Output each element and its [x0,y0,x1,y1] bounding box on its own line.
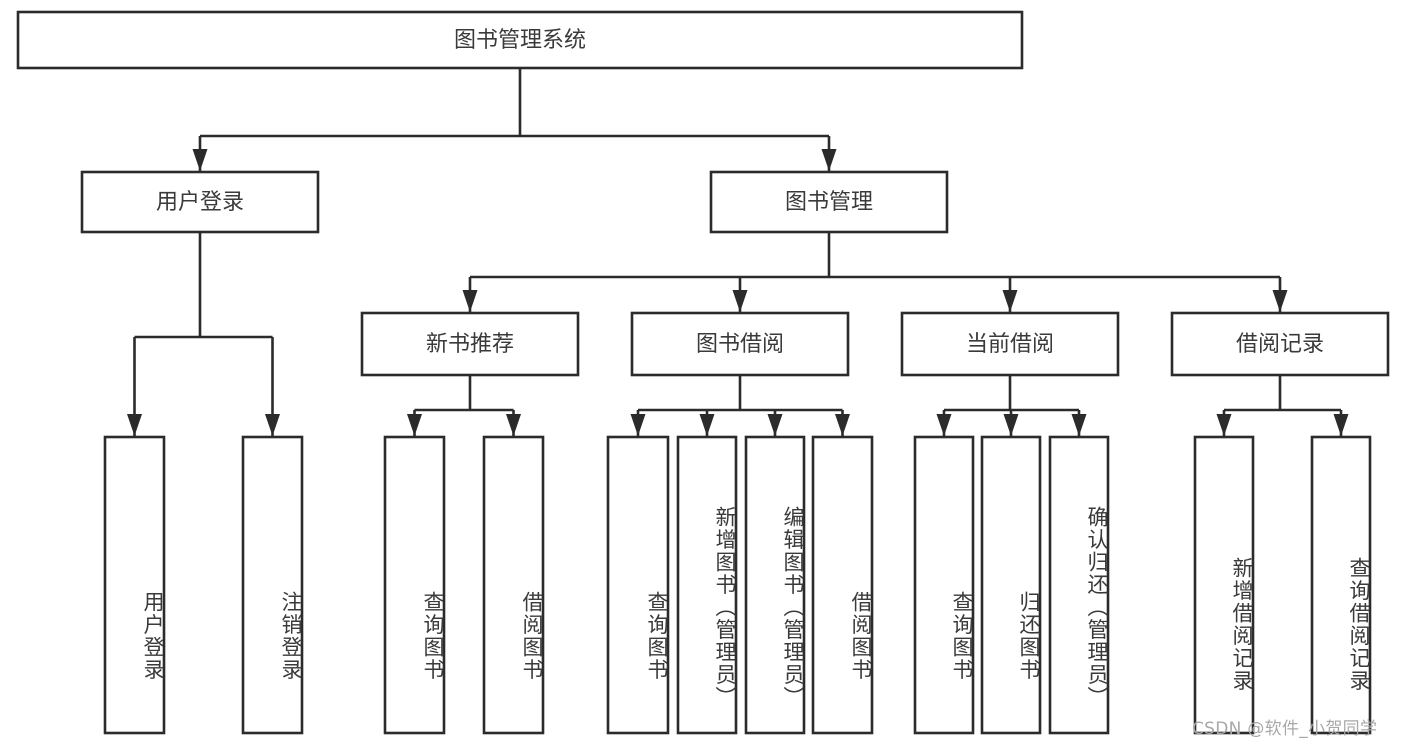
node-root[interactable] [16,10,1024,70]
node-leaf-8[interactable] [913,435,975,735]
node-leaf-10[interactable] [1048,435,1110,735]
node-label: 用户登录 [156,190,244,215]
node-leaf-3[interactable] [482,435,545,735]
node-leaf-7[interactable] [811,435,874,735]
node-leaf-0[interactable] [103,435,166,735]
node-level2-2[interactable] [900,311,1120,377]
node-leaf-11[interactable] [1193,435,1255,735]
node-level2-0[interactable] [360,311,580,377]
node-leaf-6[interactable] [744,435,806,735]
node-label: 图书借阅 [696,332,784,357]
node-label: 新书推荐 [426,332,514,357]
node-leaf-5[interactable] [676,435,738,735]
node-level1-1[interactable] [709,170,949,234]
node-label: 借阅记录 [1236,332,1324,357]
edges-layer [127,68,1349,436]
node-level2-1[interactable] [630,311,850,377]
node-label: 图书管理 [785,190,873,215]
node-leaf-2[interactable] [383,435,446,735]
node-leaf-1[interactable] [241,435,304,735]
node-leaf-4[interactable] [606,435,670,735]
boxes-layer [16,10,1390,735]
node-level1-0[interactable] [80,170,320,234]
node-label: 当前借阅 [966,332,1054,357]
node-leaf-12[interactable] [1310,435,1372,735]
node-leaf-9[interactable] [980,435,1042,735]
watermark-text: CSDN @软件_小贺同学 [1192,719,1378,739]
node-level2-3[interactable] [1170,311,1390,377]
node-label: 图书管理系统 [454,28,586,53]
